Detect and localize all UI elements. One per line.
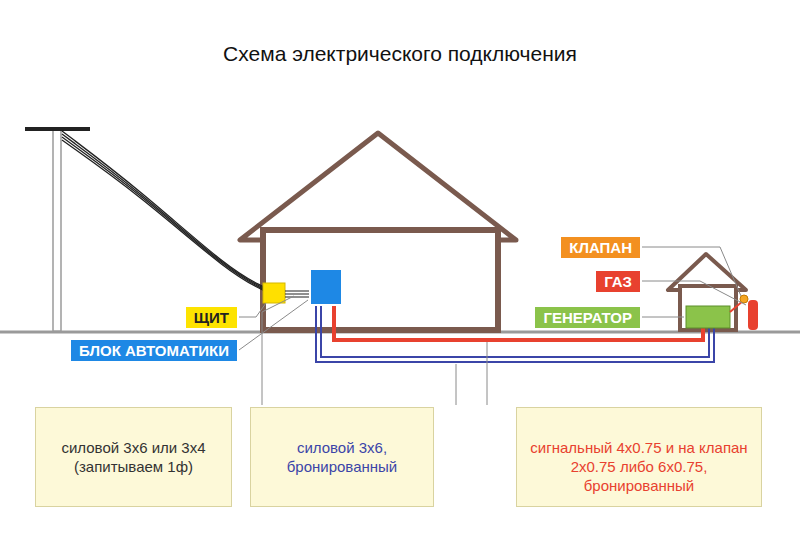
node-text: ЩИТ: [194, 309, 229, 326]
leader-line: [642, 281, 746, 305]
power-cable-armored: [321, 300, 709, 357]
feed-wire: [62, 137, 264, 289]
node-text: силовой 3х6 или 3х4 (запитываем 1ф): [44, 438, 223, 476]
power-pole: [53, 130, 61, 331]
power-feed-cable: [62, 131, 264, 291]
feed-wire: [62, 131, 264, 287]
feed-wire: [62, 134, 264, 288]
gas-label: ГАЗ: [596, 271, 640, 292]
leader-lines: [239, 247, 746, 405]
pole-crossbar: [25, 127, 90, 131]
shield-link-cable: [285, 291, 311, 297]
house-roof: [240, 133, 516, 240]
gas-valve: [740, 295, 748, 303]
house-wall: [263, 230, 498, 330]
shield-box: [263, 283, 285, 303]
shed-wall: [680, 286, 736, 330]
leader-line: [239, 300, 308, 350]
generator-unit: [686, 306, 730, 328]
node-text: ГАЗ: [604, 273, 632, 290]
leader-line: [262, 296, 294, 405]
leader-line: [642, 247, 741, 296]
signal-cable: [334, 300, 703, 340]
feed-wire: [62, 140, 264, 291]
gas-cylinder: [748, 300, 758, 330]
node-text: силовой 3х6, бронированный: [259, 438, 425, 476]
node-text: сигнальный 4х0.75 и на клапан 2х0.75 либ…: [525, 438, 753, 495]
node-text: ГЕНЕРАТОР: [543, 309, 632, 326]
leader-line: [487, 342, 488, 405]
automation-box: [310, 269, 342, 305]
power-cable-armored: [316, 300, 714, 362]
cable-note: сигнальный 4х0.75 и на клапан 2х0.75 либ…: [516, 407, 762, 507]
cable-note: силовой 3х6, бронированный: [250, 407, 434, 507]
cable-note: силовой 3х6 или 3х4 (запитываем 1ф): [35, 407, 232, 507]
automation-label: БЛОК АВТОМАТИКИ: [71, 340, 237, 361]
valve-label: КЛАПАН: [561, 237, 640, 258]
shield-label: ЩИТ: [186, 307, 237, 328]
node-text: БЛОК АВТОМАТИКИ: [79, 342, 229, 359]
node-text: КЛАПАН: [569, 239, 632, 256]
diagram-title: Схема электрического подключения: [0, 42, 800, 66]
generator-label: ГЕНЕРАТОР: [535, 307, 640, 328]
leader-line: [456, 364, 457, 405]
leader-line: [642, 317, 684, 318]
